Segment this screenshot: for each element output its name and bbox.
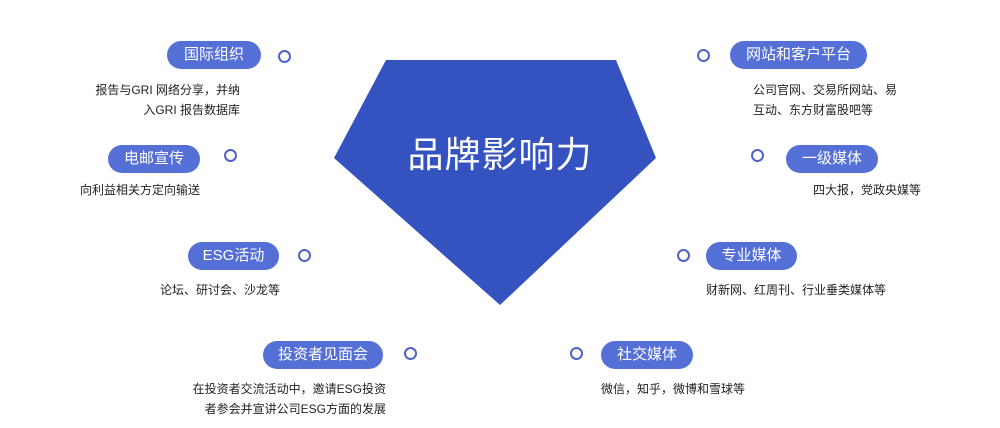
node-email-promo-desc: 向利益相关方定向输送 [79,183,200,197]
node-social-media-desc: 微信，知乎，微博和雪球等 [601,382,746,396]
node-international-org-desc: 报告与GRI 网络分享，并纳 入GRI 报告数据库 [95,83,240,117]
node-website-platform-pill: 网站和客户平台 [730,41,867,69]
node-investor-meeting-marker [404,347,417,360]
node-tier1-media-pill: 一级媒体 [786,145,878,173]
node-social-media-pill: 社交媒体 [601,341,693,369]
node-esg-events-marker [298,249,311,262]
node-professional-media-pill: 专业媒体 [706,242,797,270]
node-professional-media-marker [677,249,690,262]
node-international-org-pill: 国际组织 [167,41,261,69]
center-title: 品牌影响力 [407,134,593,175]
node-international-org-marker [278,50,291,63]
node-website-platform-desc: 公司官网、交易所网站、易 互动、东方财富股吧等 [753,83,898,117]
node-social-media-marker [570,347,583,360]
node-tier1-media-desc: 四大报，党政央媒等 [813,183,922,197]
node-esg-events-desc: 论坛、研讨会、沙龙等 [159,283,280,297]
center-diamond [334,60,656,305]
node-investor-meeting-pill: 投资者见面会 [263,341,383,369]
node-tier1-media-marker [751,149,764,162]
node-email-promo-pill: 电邮宣传 [108,145,200,173]
node-investor-meeting-desc: 在投资者交流活动中，邀请ESG投资 者参会并宣讲公司ESG方面的发展 [192,382,386,416]
node-esg-events-pill: ESG活动 [188,242,279,270]
node-email-promo-marker [224,149,237,162]
node-website-platform-marker [697,49,710,62]
node-professional-media-desc: 财新网、红周刊、行业垂类媒体等 [706,283,887,297]
